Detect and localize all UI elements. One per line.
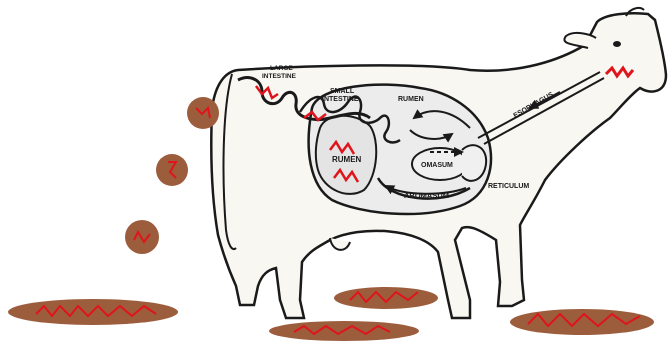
label-omasum: OMASUM [421, 162, 453, 169]
label-reticulum: RETICULUM [488, 183, 529, 190]
label-large-intestine-1: LARGE [270, 65, 293, 72]
dung-pat-bottom [269, 321, 419, 341]
dung-ball-1 [187, 97, 219, 129]
dung-ball-3 [125, 220, 159, 254]
label-large-intestine-2: INTESTINE [262, 73, 297, 80]
dung-pat-middle [334, 287, 438, 309]
reticulum-organ [462, 145, 486, 181]
label-rumen-lower: RUMEN [332, 155, 362, 164]
label-small-intestine-1: SMALL [330, 88, 355, 95]
label-rumen-upper: RUMEN [398, 96, 424, 103]
cow-eye [613, 41, 621, 47]
dung-pat-left [8, 299, 178, 325]
dung-pat-right [510, 309, 654, 335]
udder [330, 238, 350, 250]
dung-ball-2 [156, 154, 188, 186]
label-abomasum: ABOMASUM [404, 191, 449, 200]
label-small-intestine-2: INTESTINE [322, 96, 359, 103]
